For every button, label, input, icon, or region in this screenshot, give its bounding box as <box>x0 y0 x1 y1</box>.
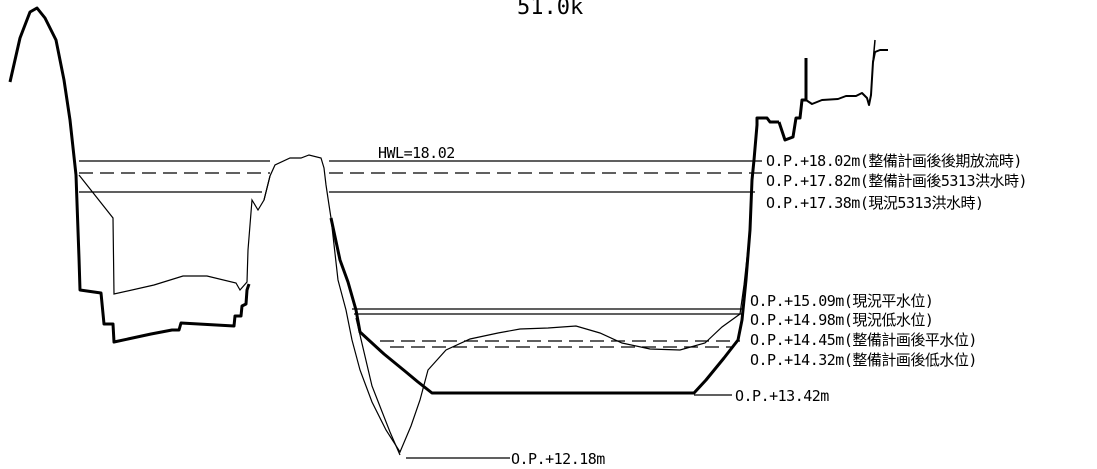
wl-label-14-45: O.P.+14.45m(整備計画後平水位) <box>750 331 977 349</box>
wl-label-14-98: O.P.+14.98m(現況低水位) <box>750 311 933 329</box>
current-channel-profile <box>330 217 751 454</box>
wl-label-17-38: O.P.+17.38m(現況5313洪水時) <box>766 194 984 212</box>
left-terrain-line <box>8 6 251 344</box>
right-bank-post <box>872 39 876 63</box>
wl-label-14-32: O.P.+14.32m(整備計画後低水位) <box>750 351 977 369</box>
right-bank-upper <box>805 49 888 106</box>
wl-label-15-09: O.P.+15.09m(現況平水位) <box>750 292 933 310</box>
water-level-lines <box>79 160 762 348</box>
wl-label-18-02: O.P.+18.02m(整備計画後後期放流時) <box>766 152 1022 170</box>
left-channel-profile <box>78 174 271 295</box>
water-level-labels: O.P.+18.02m(整備計画後後期放流時) O.P.+17.82m(整備計画… <box>750 152 1028 369</box>
bed-thalweg-line <box>355 317 401 456</box>
central-island-line <box>263 154 332 219</box>
wl-label-17-82: O.P.+17.82m(整備計画後5313洪水時) <box>766 172 1027 190</box>
main-channel-line <box>329 116 779 395</box>
bed-label-13-42: O.P.+13.42m <box>735 387 829 405</box>
bed-label-12-18: O.P.+12.18m <box>511 450 605 468</box>
hwl-label: HWL=18.02 <box>378 144 455 162</box>
section-title: 51.0k <box>517 0 583 20</box>
right-bank-steps <box>777 58 808 142</box>
